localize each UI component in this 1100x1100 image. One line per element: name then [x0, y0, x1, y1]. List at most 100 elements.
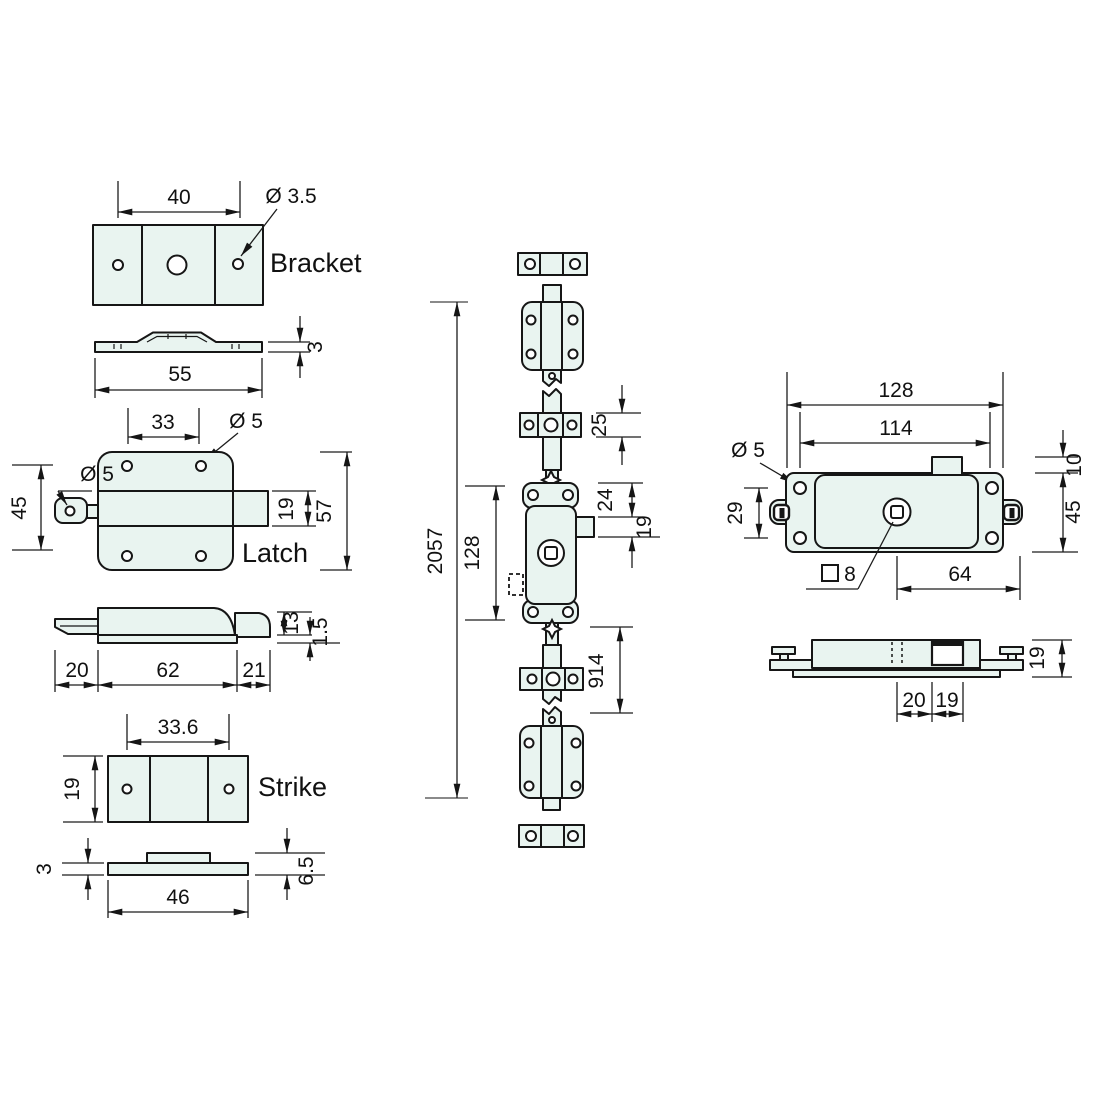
- latch-dim-20-62-21: 20 62 21: [54, 650, 271, 692]
- lock-dim-64: 64: [896, 556, 1021, 600]
- latch-dim-33: 33: [127, 408, 200, 444]
- bracket-hole-right: [232, 258, 244, 270]
- lock-dim-45: 45: [1032, 473, 1085, 553]
- strike-top-view: [107, 755, 249, 823]
- assembly-screw-lower: [540, 617, 564, 641]
- lock-top-view: [769, 456, 1023, 553]
- dim-label-33: 33: [151, 411, 174, 434]
- square-symbol: [821, 564, 839, 582]
- dim-label-57: 57: [313, 499, 336, 522]
- dim-label-20: 20: [65, 659, 88, 682]
- strike-dim-46: 46: [107, 880, 249, 918]
- dim-label-24: 24: [594, 488, 617, 512]
- strike-dim-3: 3: [33, 838, 104, 900]
- latch-top-view: [54, 451, 269, 571]
- latch-dim-hole-left: Ø 5: [56, 463, 114, 506]
- latch-dim-45: 45: [8, 464, 53, 551]
- lock-side-base: [792, 669, 1001, 678]
- bracket-dim-55: 55: [94, 358, 263, 398]
- bracket-dim-3: 3: [268, 316, 327, 378]
- assembly-dim-914: 914: [585, 626, 633, 714]
- dim-label-128-lock: 128: [878, 379, 913, 402]
- latch-dim-1-5: 1.5: [277, 617, 340, 661]
- bracket-profile-view: [94, 331, 263, 353]
- lock-side-dim-19: 19: [1026, 639, 1072, 678]
- latch-label: Latch: [242, 538, 308, 568]
- lock-dim-hole: Ø 5: [731, 439, 795, 484]
- latch-knob-hole: [64, 505, 76, 517]
- lock-dim-10: 10: [1035, 430, 1086, 477]
- latch-bolt: [232, 490, 269, 527]
- strike-profile-view: [107, 852, 249, 876]
- bracket-top-view: [92, 224, 264, 306]
- dim-label-19-side: 19: [1026, 646, 1049, 669]
- assembly-dim-19: 19: [598, 515, 660, 568]
- strike-dim-19: 19: [61, 755, 103, 823]
- dim-label-20-side: 20: [902, 689, 925, 712]
- lock-dim-128: 128: [786, 372, 1004, 468]
- latch-body: [97, 451, 234, 571]
- dim-label-8: 8: [844, 563, 856, 586]
- assembly-spindle-hole: [537, 539, 565, 567]
- dim-label-2057: 2057: [424, 528, 447, 575]
- dim-label-55: 55: [168, 363, 191, 386]
- assembly-dim-2057: 2057: [424, 301, 468, 799]
- dim-label-19-bottom: 19: [935, 689, 958, 712]
- strike-profile-hump: [146, 852, 211, 864]
- dim-label-45-lock: 45: [1062, 500, 1085, 523]
- bracket-hole-left: [112, 259, 124, 271]
- assembly-view: [508, 252, 595, 848]
- lock-side-peg-right: [999, 646, 1024, 655]
- lock-dim-square-8: 8: [806, 521, 894, 590]
- dim-label-13: 13: [280, 611, 303, 634]
- dim-label-10: 10: [1063, 453, 1086, 476]
- assembly-dim-25: 25: [588, 385, 641, 465]
- dim-label-3-strike: 3: [33, 863, 56, 875]
- bracket-hole-center: [166, 254, 188, 276]
- dim-label-46: 46: [166, 886, 189, 909]
- dim-label-25: 25: [588, 413, 611, 436]
- dim-label-19-assembly: 19: [633, 515, 656, 538]
- assembly-bottom-bracket: [518, 824, 585, 848]
- strike-dim-33-6: 33.6: [126, 714, 230, 750]
- lock-slot-right-pin: [1009, 508, 1015, 518]
- dim-label-dia5-lock: Ø 5: [731, 439, 765, 462]
- latch-profile-body: [97, 607, 236, 636]
- dim-label-114: 114: [879, 417, 913, 440]
- latch-profile-view: [54, 607, 271, 644]
- lock-dim-29: 29: [724, 487, 768, 539]
- lock-top-tab: [931, 456, 963, 476]
- lock-slot-left-pin: [779, 508, 785, 518]
- bracket-label: Bracket: [270, 248, 362, 278]
- dim-label-19-strike: 19: [61, 777, 84, 800]
- strike-profile-plate: [107, 862, 249, 876]
- assembly-hidden-latch: [508, 573, 524, 596]
- dim-label-914: 914: [585, 653, 608, 688]
- bracket-dim-40: 40: [117, 181, 241, 218]
- dim-label-40: 40: [167, 186, 190, 209]
- dim-label-dia-3-5: Ø 3.5: [265, 185, 316, 208]
- dim-label-1-5: 1.5: [309, 617, 332, 646]
- bracket-dim-hole: Ø 3.5: [240, 185, 317, 257]
- dim-label-33-6: 33.6: [158, 716, 199, 739]
- dim-label-45: 45: [8, 496, 31, 519]
- dim-label-dia5-top: Ø 5: [229, 410, 263, 433]
- lock-side-dim-20-19: 20 19: [896, 682, 964, 722]
- lock-side-view: [769, 639, 1024, 678]
- dim-label-62: 62: [156, 659, 179, 682]
- dim-label-6-5: 6.5: [295, 856, 318, 885]
- lock-spindle-hole: [882, 497, 912, 527]
- dim-label-dia5-left: Ø 5: [80, 463, 114, 486]
- lock-dim-114: 114: [799, 412, 991, 468]
- latch-dim-19: 19: [272, 490, 316, 527]
- dim-label-19-bolt: 19: [275, 497, 298, 520]
- lock-side-peg-left: [771, 646, 796, 655]
- dim-label-64: 64: [948, 563, 972, 586]
- latch-profile-bolt: [234, 612, 271, 638]
- assembly-top-bracket: [517, 252, 588, 276]
- latch-dim-57: 57: [313, 451, 352, 571]
- strike-dim-6-5: 6.5: [255, 828, 325, 900]
- assembly-lock-bolt: [575, 516, 595, 538]
